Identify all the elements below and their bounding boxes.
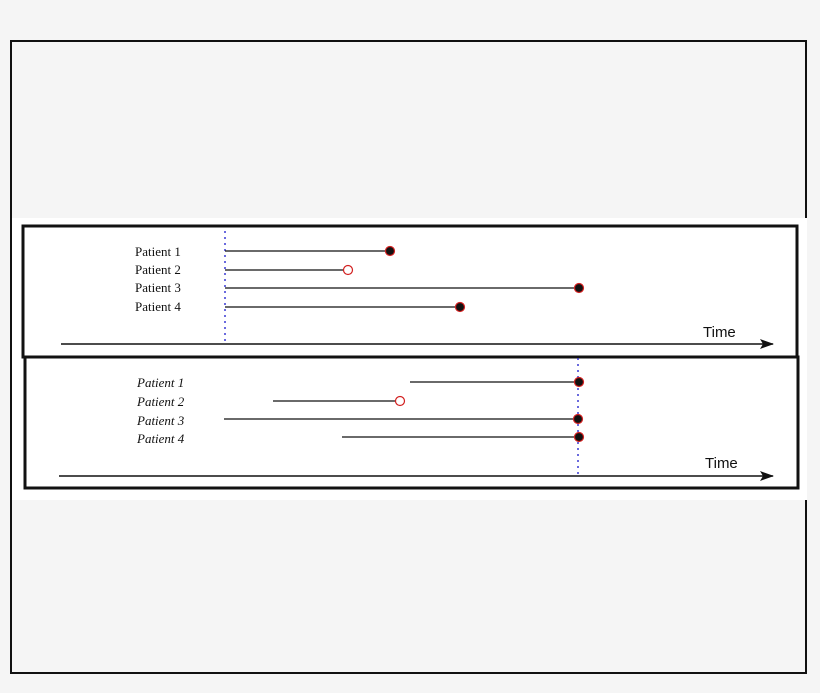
panel-1-patient-4-event-marker bbox=[454, 301, 466, 313]
panel-1-patient-4-label: Patient 4 bbox=[135, 299, 181, 314]
panel-1: Patient 1 Patient 2 Patient 3 Patient 4 … bbox=[21, 224, 799, 359]
panel-1-patient-1-label: Patient 1 bbox=[135, 244, 181, 259]
panel-2-patient-4-event-marker bbox=[573, 431, 585, 443]
panel-1-time-label: Time bbox=[703, 324, 736, 341]
panel-2-frame bbox=[23, 355, 800, 490]
panel-1-patient-2-label: Patient 2 bbox=[135, 262, 181, 277]
panel-2-patient-3-label: Patient 3 bbox=[136, 413, 185, 428]
panel-1-patient-1-event-marker bbox=[384, 245, 396, 257]
panel-2-patient-1-event-marker bbox=[573, 376, 585, 388]
panel-1-patient-3-label: Patient 3 bbox=[135, 280, 181, 295]
panel-2-patient-2-censored-marker bbox=[394, 395, 406, 407]
panel-2-patient-4-label: Patient 4 bbox=[136, 431, 185, 446]
panel-2-patient-2-label: Patient 2 bbox=[136, 394, 185, 409]
panel-2: Patient 1 Patient 2 Patient 3 Patient 4 … bbox=[23, 355, 800, 490]
panel-1-patient-3-event-marker bbox=[573, 282, 585, 294]
panel-2-time-label: Time bbox=[705, 455, 738, 472]
figure-background bbox=[12, 218, 807, 500]
panel-1-patient-2-censored-marker bbox=[342, 264, 354, 276]
panel-2-patient-3-event-marker bbox=[572, 413, 584, 425]
panel-2-patient-1-label: Patient 1 bbox=[136, 375, 184, 390]
